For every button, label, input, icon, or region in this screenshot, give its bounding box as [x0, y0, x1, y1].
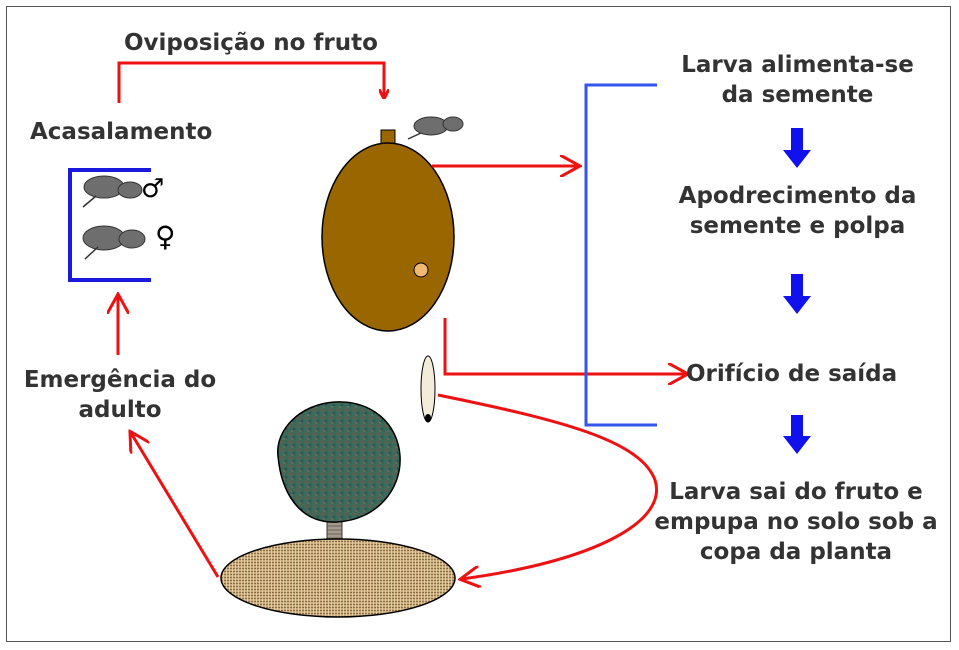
label-exit-hole: Orifício de saída: [686, 361, 898, 387]
down-arrow-icon: [783, 274, 811, 314]
mating-box: [68, 168, 151, 282]
soil-to-emergence-arrow: [131, 433, 220, 578]
down-arrow-icon: [783, 128, 811, 168]
fruit-icon: [321, 129, 455, 332]
down-arrow-icon: [783, 415, 811, 454]
slide-frame: [6, 6, 951, 642]
label-emergence: Emergência do adulto: [23, 367, 217, 423]
ovipositing-insect-icon: [407, 116, 464, 140]
label-larva-feeds: Larva alimenta-se da semente: [681, 52, 914, 108]
female-symbol: ♀: [155, 220, 176, 253]
tree-icon: [277, 401, 401, 551]
label-oviposition: Oviposição no fruto: [124, 30, 378, 56]
fruit-to-exit-arrow: [443, 318, 686, 374]
larva-to-soil-arrow: [437, 393, 658, 579]
larval-stage-bracket: [584, 83, 657, 427]
male-insect-icon: [82, 175, 143, 208]
male-symbol: ♂: [141, 174, 165, 204]
soil-icon: [220, 538, 456, 618]
label-mating: Acasalamento: [30, 119, 213, 145]
label-rotting: Apodrecimento da semente e polpa: [678, 183, 917, 239]
label-pupation: Larva sai do fruto e empupa no solo sob …: [654, 479, 938, 565]
female-insect-icon: [82, 225, 146, 260]
larva-icon: [420, 355, 436, 423]
oviposition-arrow: [117, 61, 384, 103]
